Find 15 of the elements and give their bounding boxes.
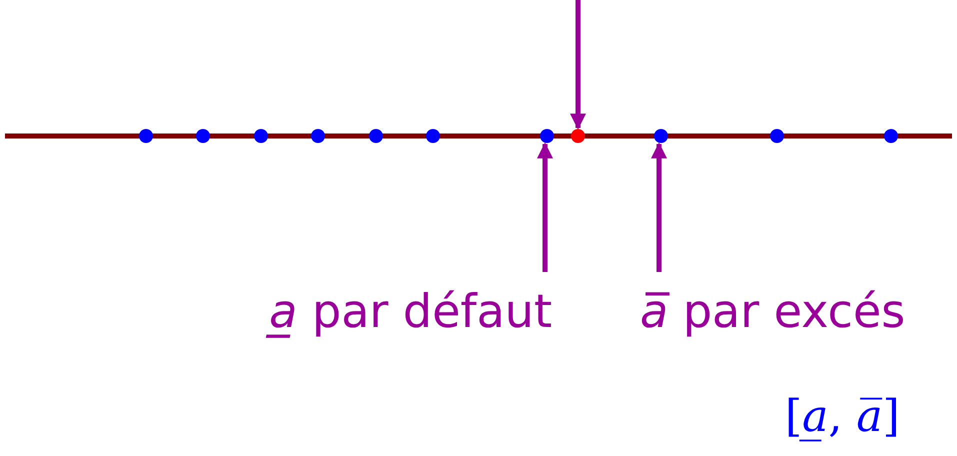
point-marker <box>311 129 325 143</box>
point-marker <box>884 129 898 143</box>
point-marker <box>770 129 784 143</box>
point-marker <box>426 129 440 143</box>
point-marker <box>369 129 383 143</box>
arrow <box>570 0 586 130</box>
point-marker <box>196 129 210 143</box>
arrow <box>651 142 667 272</box>
interval-notation: [a̲, a̅] <box>785 395 900 439</box>
point-marker <box>540 129 554 143</box>
point-marker <box>139 129 153 143</box>
point-marker <box>654 129 668 143</box>
arrow <box>537 142 553 272</box>
point-marker <box>254 129 268 143</box>
point-marker <box>571 129 585 143</box>
